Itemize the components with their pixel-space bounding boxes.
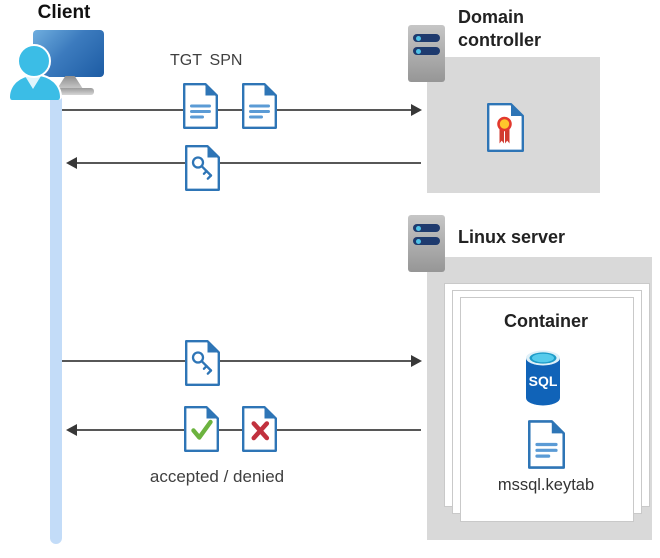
person-collar [25,76,41,89]
arrow-right-icon [411,355,422,367]
arrow-left-icon [66,424,77,436]
arrow-return-ticket-line [76,162,421,164]
kerberos-ticket-icon [185,340,220,386]
domain-controller-server-icon [408,25,445,82]
accepted-denied-label: accepted / denied [149,467,285,486]
denied-document-icon [242,406,277,452]
kerberos-ticket-icon [185,145,220,191]
linux-server-title: Linux server [458,227,566,247]
container-card [460,297,634,522]
client-lifeline [50,94,62,544]
keytab-document-icon [528,420,565,469]
server-led-icon [416,48,421,54]
arrow-request-tgt-line [62,109,412,111]
person-head [17,44,51,78]
server-led-icon [416,225,421,231]
accepted-document-icon [184,406,219,452]
linux-server-icon [408,215,445,272]
sql-database-icon: SQL [526,350,560,406]
monitor-base [46,88,94,95]
keytab-label: mssql.keytab [497,476,595,494]
arrow-left-icon [66,157,77,169]
spn-label: SPN [209,52,243,69]
tgt-document-icon [183,83,218,129]
client-label: Client [37,2,91,23]
arrow-right-icon [411,104,422,116]
server-led-icon [416,35,421,41]
spn-document-icon [242,83,277,129]
server-led-icon [416,238,421,244]
arrow-request-service-line [62,360,412,362]
tgt-label: TGT [170,52,202,69]
container-title: Container [503,311,588,331]
certificate-icon [487,103,524,152]
monitor-stand [57,76,83,89]
sql-badge-text: SQL [529,373,558,389]
domain-controller-title: Domain controller [458,7,542,50]
